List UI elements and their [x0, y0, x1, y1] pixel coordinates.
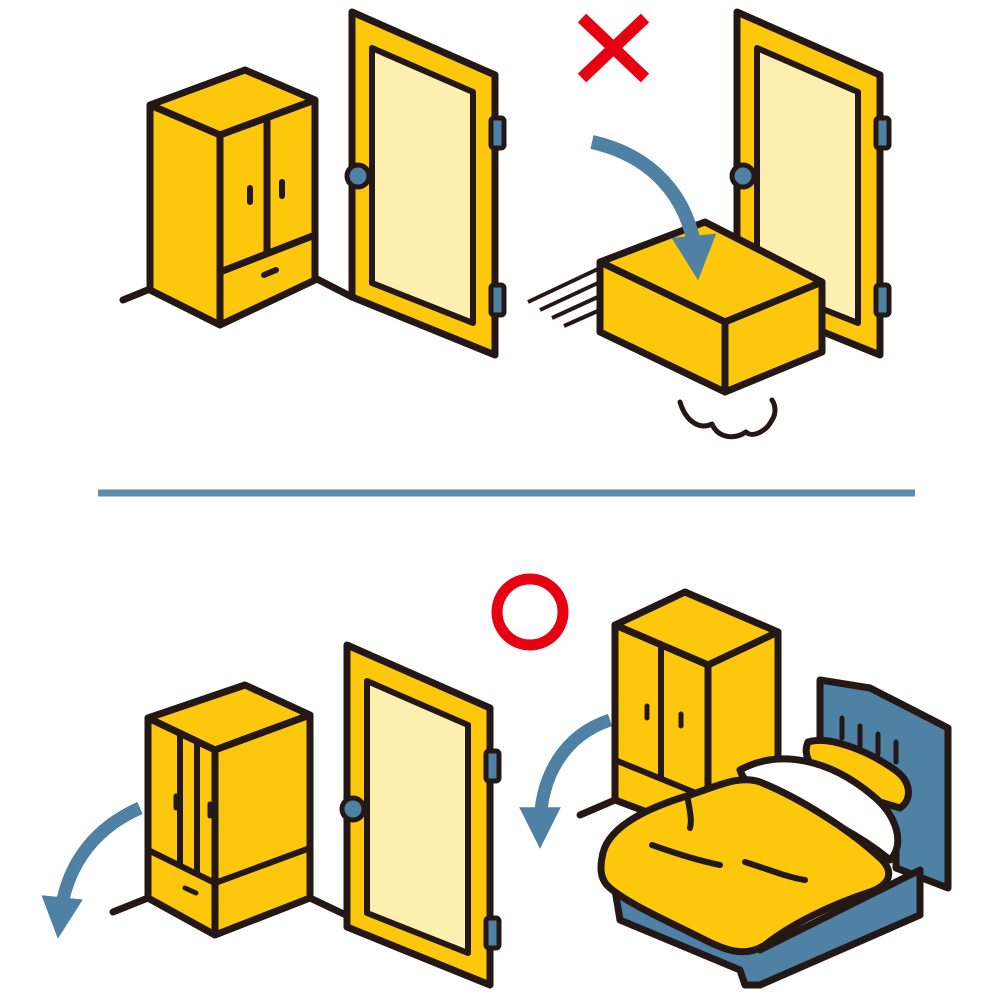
wrong-panel	[119, 8, 892, 440]
motion-lines	[527, 266, 601, 328]
fall-direction-arrow-icon	[519, 713, 613, 849]
hinge-icon	[483, 748, 502, 784]
wardrobe	[146, 66, 319, 329]
fall-direction-arrow-icon	[41, 802, 143, 939]
floor-line	[311, 274, 356, 301]
handle-icon	[182, 885, 199, 896]
floor-line	[119, 285, 154, 304]
door	[339, 641, 502, 989]
circle-mark	[491, 573, 569, 651]
hinge-icon	[873, 282, 892, 318]
floor-line	[306, 894, 352, 920]
hinge-icon	[873, 115, 892, 151]
doorknob-icon	[729, 162, 757, 190]
doorknob-icon	[344, 162, 372, 190]
wardrobe	[144, 681, 314, 939]
floor-line	[576, 796, 619, 819]
impact-icon	[677, 397, 778, 440]
blanket	[597, 776, 893, 956]
doorknob-icon	[339, 795, 367, 823]
handle-icon	[261, 267, 279, 278]
cross-mark	[577, 13, 650, 83]
hinge-icon	[488, 115, 507, 151]
right-panel	[41, 573, 952, 989]
fall-arrow-icon	[590, 135, 717, 281]
hinge-icon	[488, 282, 507, 318]
floor-line	[109, 894, 152, 916]
hinge-icon	[483, 915, 502, 951]
bed	[597, 676, 952, 989]
door	[344, 8, 507, 359]
